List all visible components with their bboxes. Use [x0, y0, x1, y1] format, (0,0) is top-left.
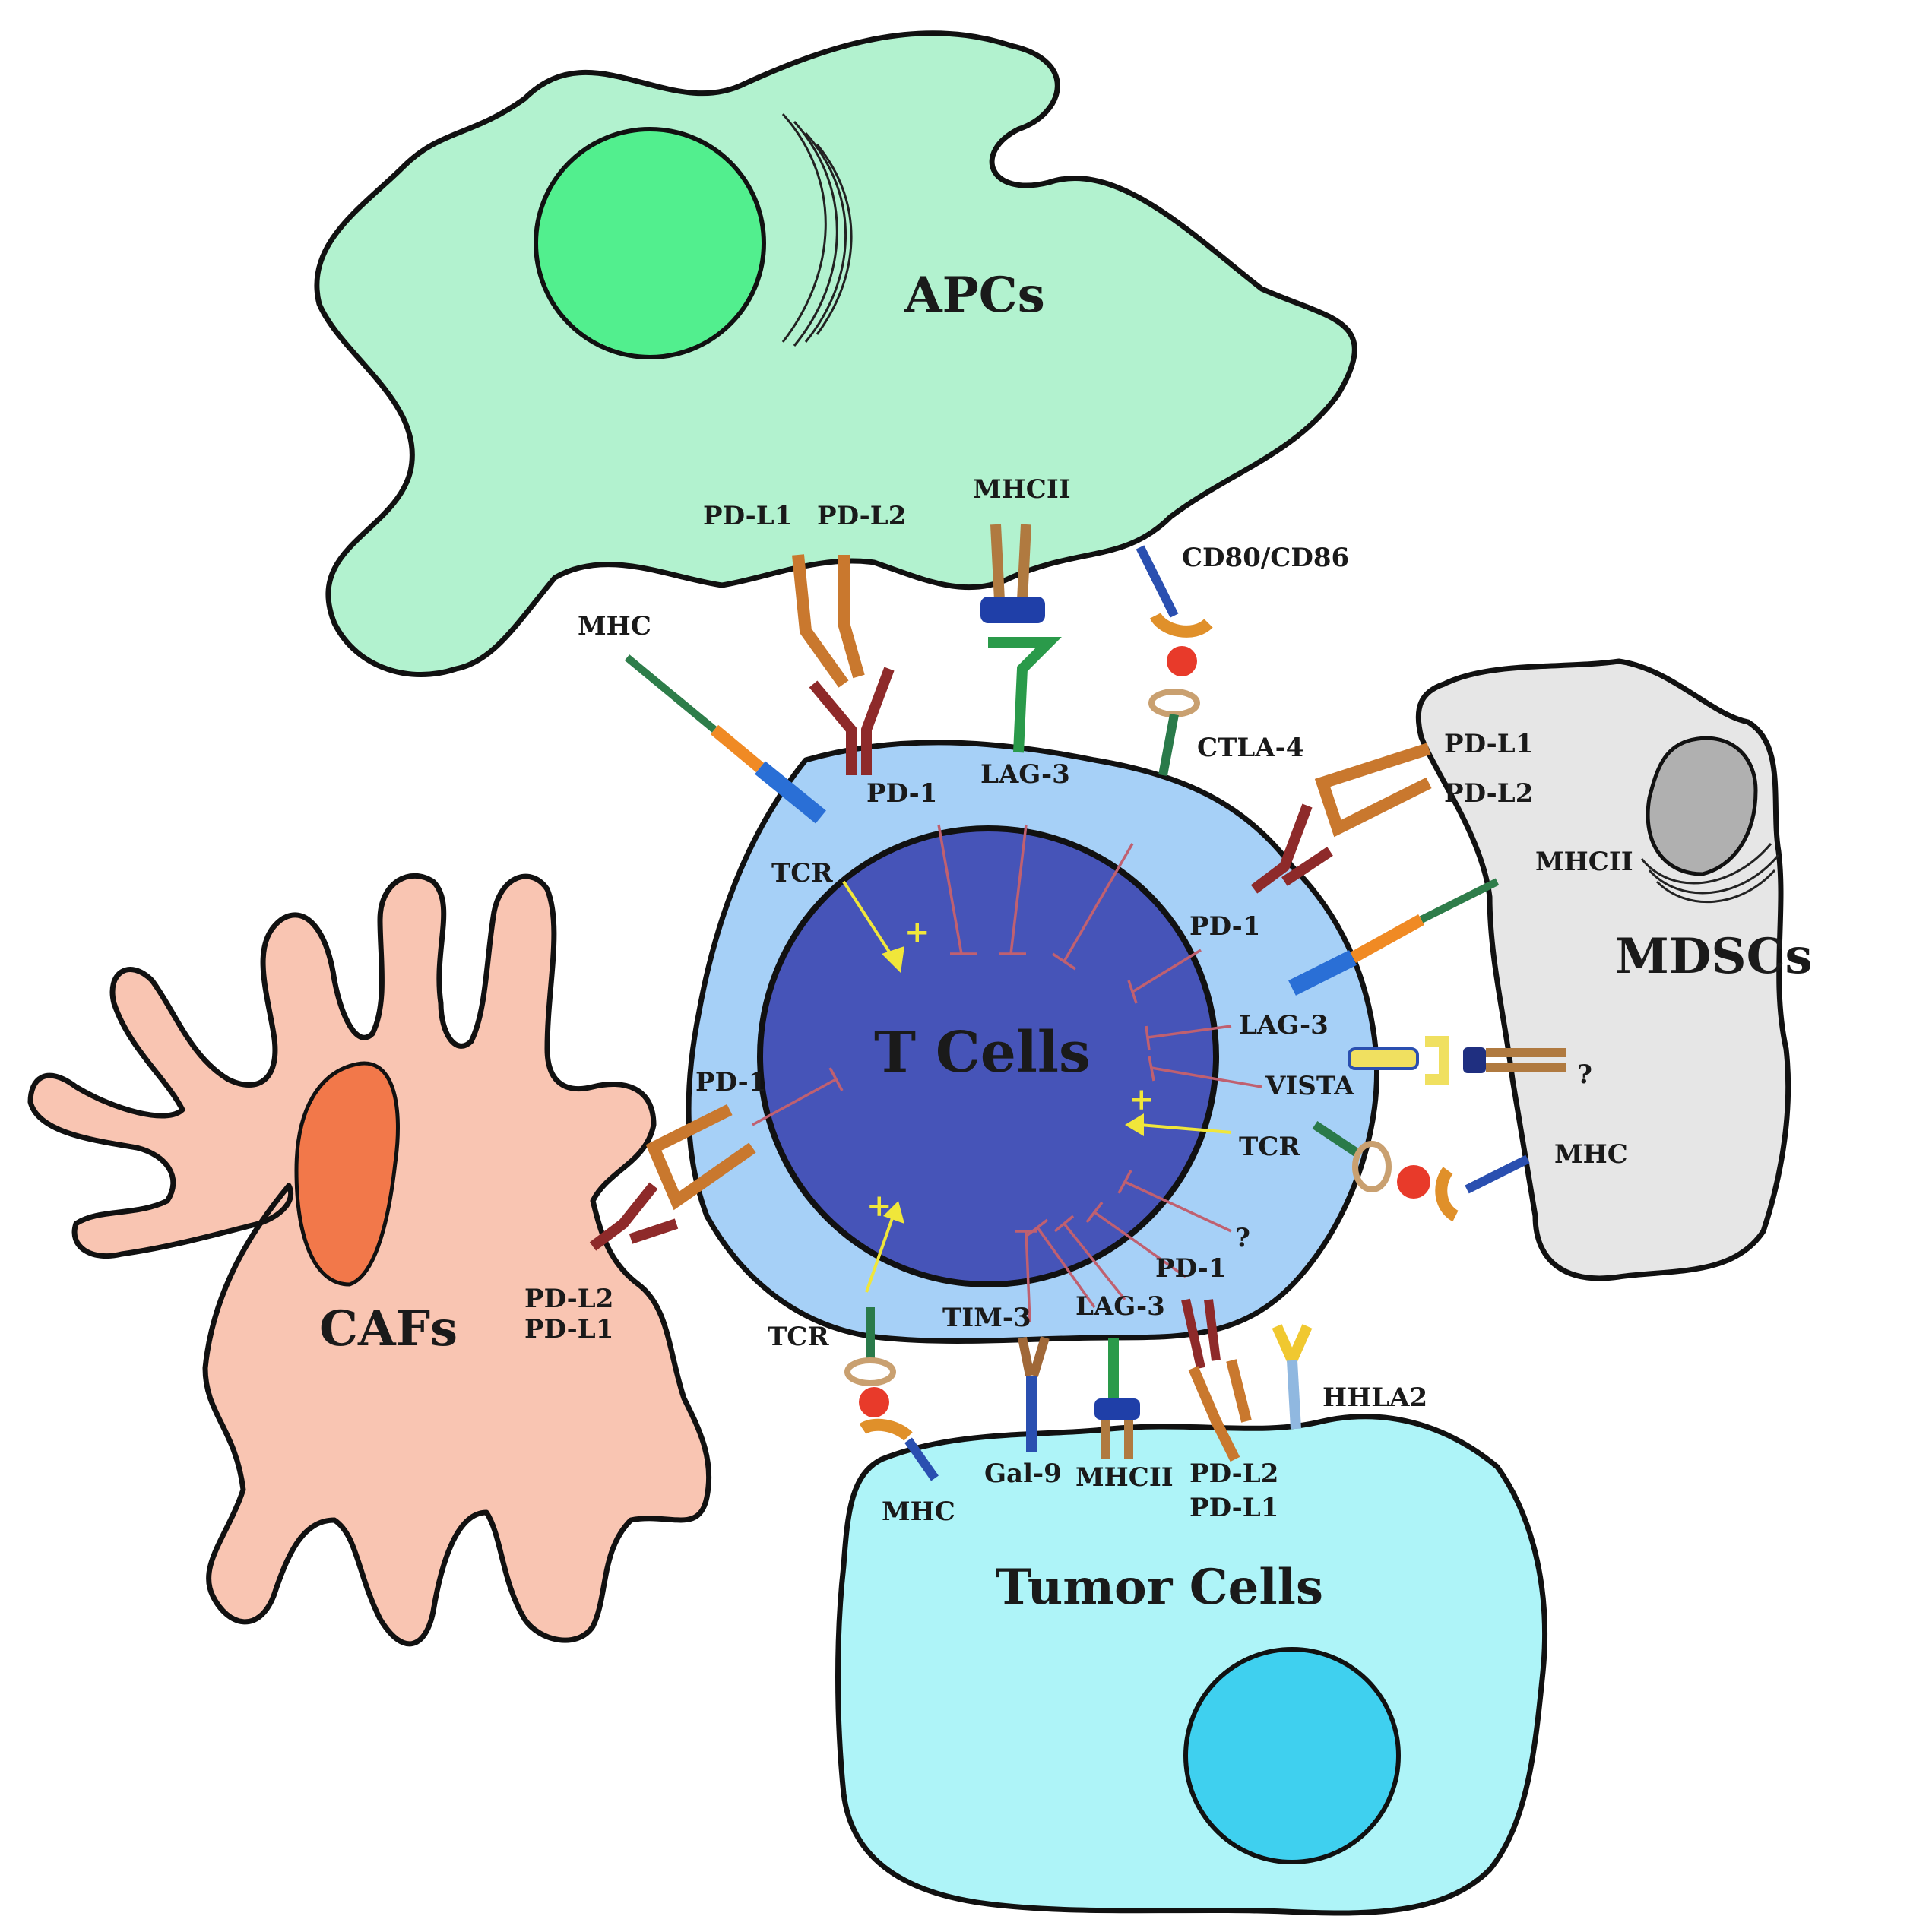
tumor-pdl-pd1-pair [1181, 1298, 1252, 1462]
plus-sign-3: + [866, 1188, 892, 1224]
mdsc-question-label: ? [1577, 1059, 1592, 1090]
apc-nucleus [534, 127, 766, 359]
tumor-mhcii-label: MHCII [1075, 1462, 1174, 1493]
tumor-label: Tumor Cells [996, 1559, 1323, 1616]
t-cell-label: T Cells [874, 1020, 1091, 1085]
tcell-tcr-bottom-label: TCR [768, 1322, 829, 1352]
mdsc-granule-icon [1640, 843, 1780, 904]
tcell-tcr-top-label: TCR [771, 858, 833, 888]
plus-sign-1: + [904, 914, 930, 950]
tumor-hhla2-molecule [1272, 1324, 1313, 1430]
apc-cd80-ctla4-pair [1136, 545, 1213, 777]
tumor-gal9-tim3-pair [1018, 1336, 1050, 1452]
plus-sign-2: + [1129, 1082, 1155, 1117]
mdsc-mhcii-label: MHCII [1535, 847, 1633, 877]
tumor-mhcii-lag3-pair [1094, 1338, 1140, 1459]
activation-arrows [842, 880, 1232, 1293]
tumor-pdl2-label: PD-L2 [1189, 1459, 1278, 1489]
apc-mhcii-lag3-pair [980, 524, 1062, 753]
apc-mhc-label: MHC [578, 611, 651, 641]
t-cell-nucleus [757, 825, 1219, 1287]
tumor-pdl1-label: PD-L1 [1189, 1493, 1278, 1523]
mdsc-pdl2-label: PD-L2 [1444, 778, 1533, 809]
tcell-pd1-top-label: PD-1 [866, 778, 937, 809]
apc-membrane [314, 30, 1357, 677]
tumor-hhla2-label: HHLA2 [1322, 1382, 1427, 1413]
tcell-vista-label: VISTA [1265, 1071, 1354, 1101]
tcell-lag3-top-label: LAG-3 [980, 759, 1070, 790]
apc-pdl-pd1-pair [792, 554, 895, 775]
tumor-cell: Tumor Cells [835, 1414, 1547, 1916]
tcell-pd1-bottom-label: PD-1 [1155, 1253, 1226, 1284]
apc-cell: APCs [314, 30, 1357, 677]
tcell-question-label: ? [1235, 1223, 1250, 1253]
tcell-tim3-label: TIM-3 [942, 1303, 1031, 1333]
caf-pdl1-label: PD-L1 [524, 1314, 613, 1344]
mdsc-mhc-label: MHC [1554, 1139, 1628, 1170]
apc-label: APCs [904, 267, 1045, 324]
apc-mhcii-label: MHCII [973, 474, 1071, 505]
mdsc-pdl1-label: PD-L1 [1444, 729, 1533, 759]
apc-cd80-cd86-label: CD80/CD86 [1182, 543, 1349, 573]
caf-pdl-pd1-pair [589, 1104, 756, 1251]
mdsc-nucleus [1646, 736, 1758, 876]
apc-golgi-icon [781, 113, 853, 347]
apc-mhc-tcr-pair [624, 654, 826, 824]
apc-pdl1-label: PD-L1 [703, 501, 792, 531]
tumor-nucleus [1183, 1647, 1401, 1864]
t-cell: T Cells + + + [686, 740, 1380, 1344]
tumor-membrane [835, 1414, 1547, 1916]
inhibition-lines [752, 824, 1262, 1323]
tcell-lag3-bottom-label: LAG-3 [1075, 1291, 1165, 1322]
mdsc-label: MDSCs [1615, 928, 1813, 985]
tumor-mhc-tcr-pair [844, 1307, 939, 1481]
mdsc-vista-pair [1348, 1036, 1566, 1085]
tumor-gal9-label: Gal-9 [984, 1459, 1062, 1489]
tcell-tcr-right-label: TCR [1239, 1132, 1300, 1162]
mdsc-cell: MDSCs [1415, 658, 1813, 1281]
mdsc-mhcii-tcr-pair [1288, 878, 1500, 996]
caf-pdl2-label: PD-L2 [524, 1284, 613, 1314]
mdsc-pdl-pd1-pair [1250, 743, 1432, 894]
caf-nucleus [294, 1061, 400, 1287]
tcell-pd1-right-label: PD-1 [1189, 911, 1260, 942]
apc-pdl2-label: PD-L2 [817, 501, 906, 531]
tcell-ctla4-label: CTLA-4 [1197, 733, 1303, 763]
tcell-lag3-right-label: LAG-3 [1239, 1010, 1329, 1040]
tumor-mhc-label: MHC [882, 1497, 955, 1527]
mdsc-mhc-tcr-pair [1312, 1121, 1530, 1222]
tcell-pd1-left-label: PD-1 [695, 1067, 766, 1097]
caf-label: CAFs [319, 1300, 458, 1357]
caf-cell: CAFs PD-L2 PD-L1 [27, 873, 712, 1647]
